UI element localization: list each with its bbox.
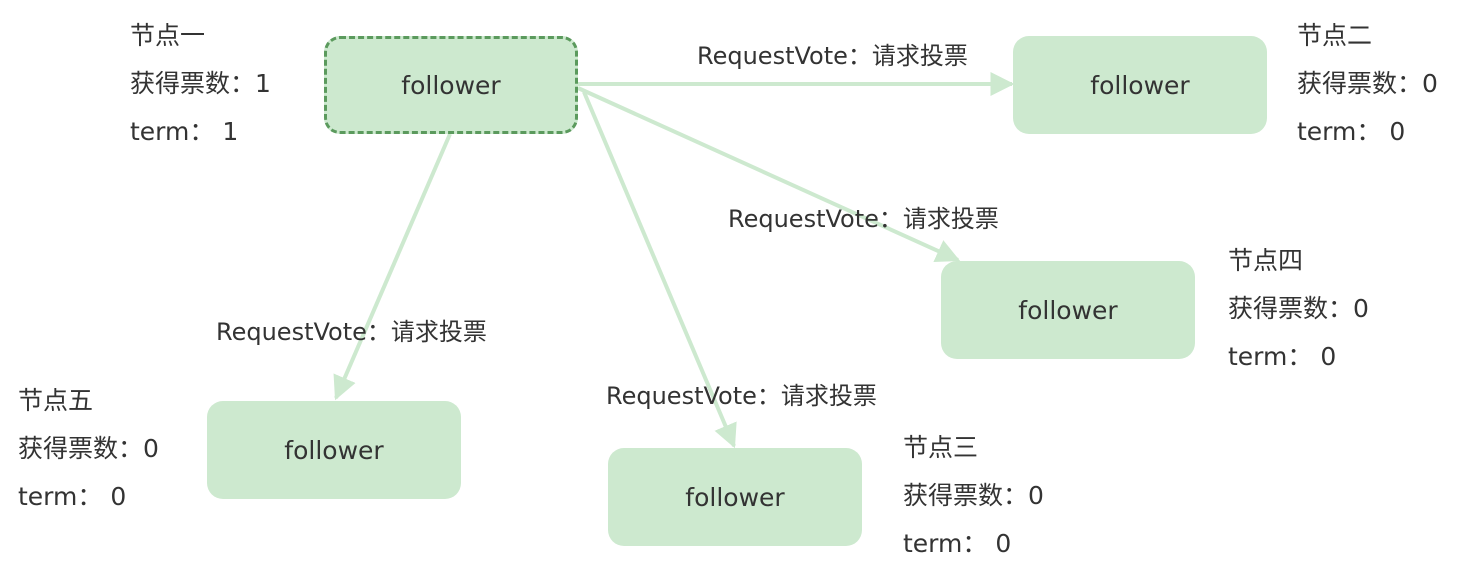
edge-label-n1-n2: RequestVote：请求投票 bbox=[697, 42, 968, 70]
node-1-info: 节点一 获得票数：1 term： 1 bbox=[130, 12, 271, 156]
node-4-votes: 获得票数：0 bbox=[1228, 294, 1369, 323]
node-5-title: 节点五 bbox=[18, 386, 94, 415]
edge-n1-n3 bbox=[582, 91, 737, 449]
node-4-term: term： 0 bbox=[1228, 342, 1337, 371]
node-1-votes: 获得票数：1 bbox=[130, 69, 271, 98]
node-2-votes: 获得票数：0 bbox=[1297, 69, 1438, 98]
node-3-info: 节点三 获得票数：0 term： 0 bbox=[903, 424, 1044, 568]
node-2-term: term： 0 bbox=[1297, 117, 1406, 146]
node-1-box: follower bbox=[324, 36, 578, 134]
edge-label-n1-n3: RequestVote：请求投票 bbox=[606, 382, 877, 410]
node-4-box: follower bbox=[941, 261, 1195, 359]
edge-label-n1-n4: RequestVote：请求投票 bbox=[728, 205, 999, 233]
edge-label-n1-n5: RequestVote：请求投票 bbox=[216, 318, 487, 346]
node-5-info: 节点五 获得票数：0 term： 0 bbox=[18, 377, 159, 521]
node-1-term: term： 1 bbox=[130, 117, 239, 146]
node-2-box: follower bbox=[1013, 36, 1267, 134]
node-5-votes: 获得票数：0 bbox=[18, 434, 159, 463]
node-4-info: 节点四 获得票数：0 term： 0 bbox=[1228, 237, 1369, 381]
node-3-title: 节点三 bbox=[903, 433, 979, 462]
edge-n1-n5 bbox=[333, 133, 452, 401]
edge-n1-n4 bbox=[577, 86, 961, 263]
node-3-term: term： 0 bbox=[903, 529, 1012, 558]
node-5-term: term： 0 bbox=[18, 482, 127, 511]
node-2-info: 节点二 获得票数：0 term： 0 bbox=[1297, 12, 1438, 156]
node-3-box: follower bbox=[608, 448, 862, 546]
node-1-title: 节点一 bbox=[130, 21, 206, 50]
node-4-title: 节点四 bbox=[1228, 246, 1304, 275]
node-5-box: follower bbox=[207, 401, 461, 499]
node-2-title: 节点二 bbox=[1297, 21, 1373, 50]
node-3-votes: 获得票数：0 bbox=[903, 481, 1044, 510]
